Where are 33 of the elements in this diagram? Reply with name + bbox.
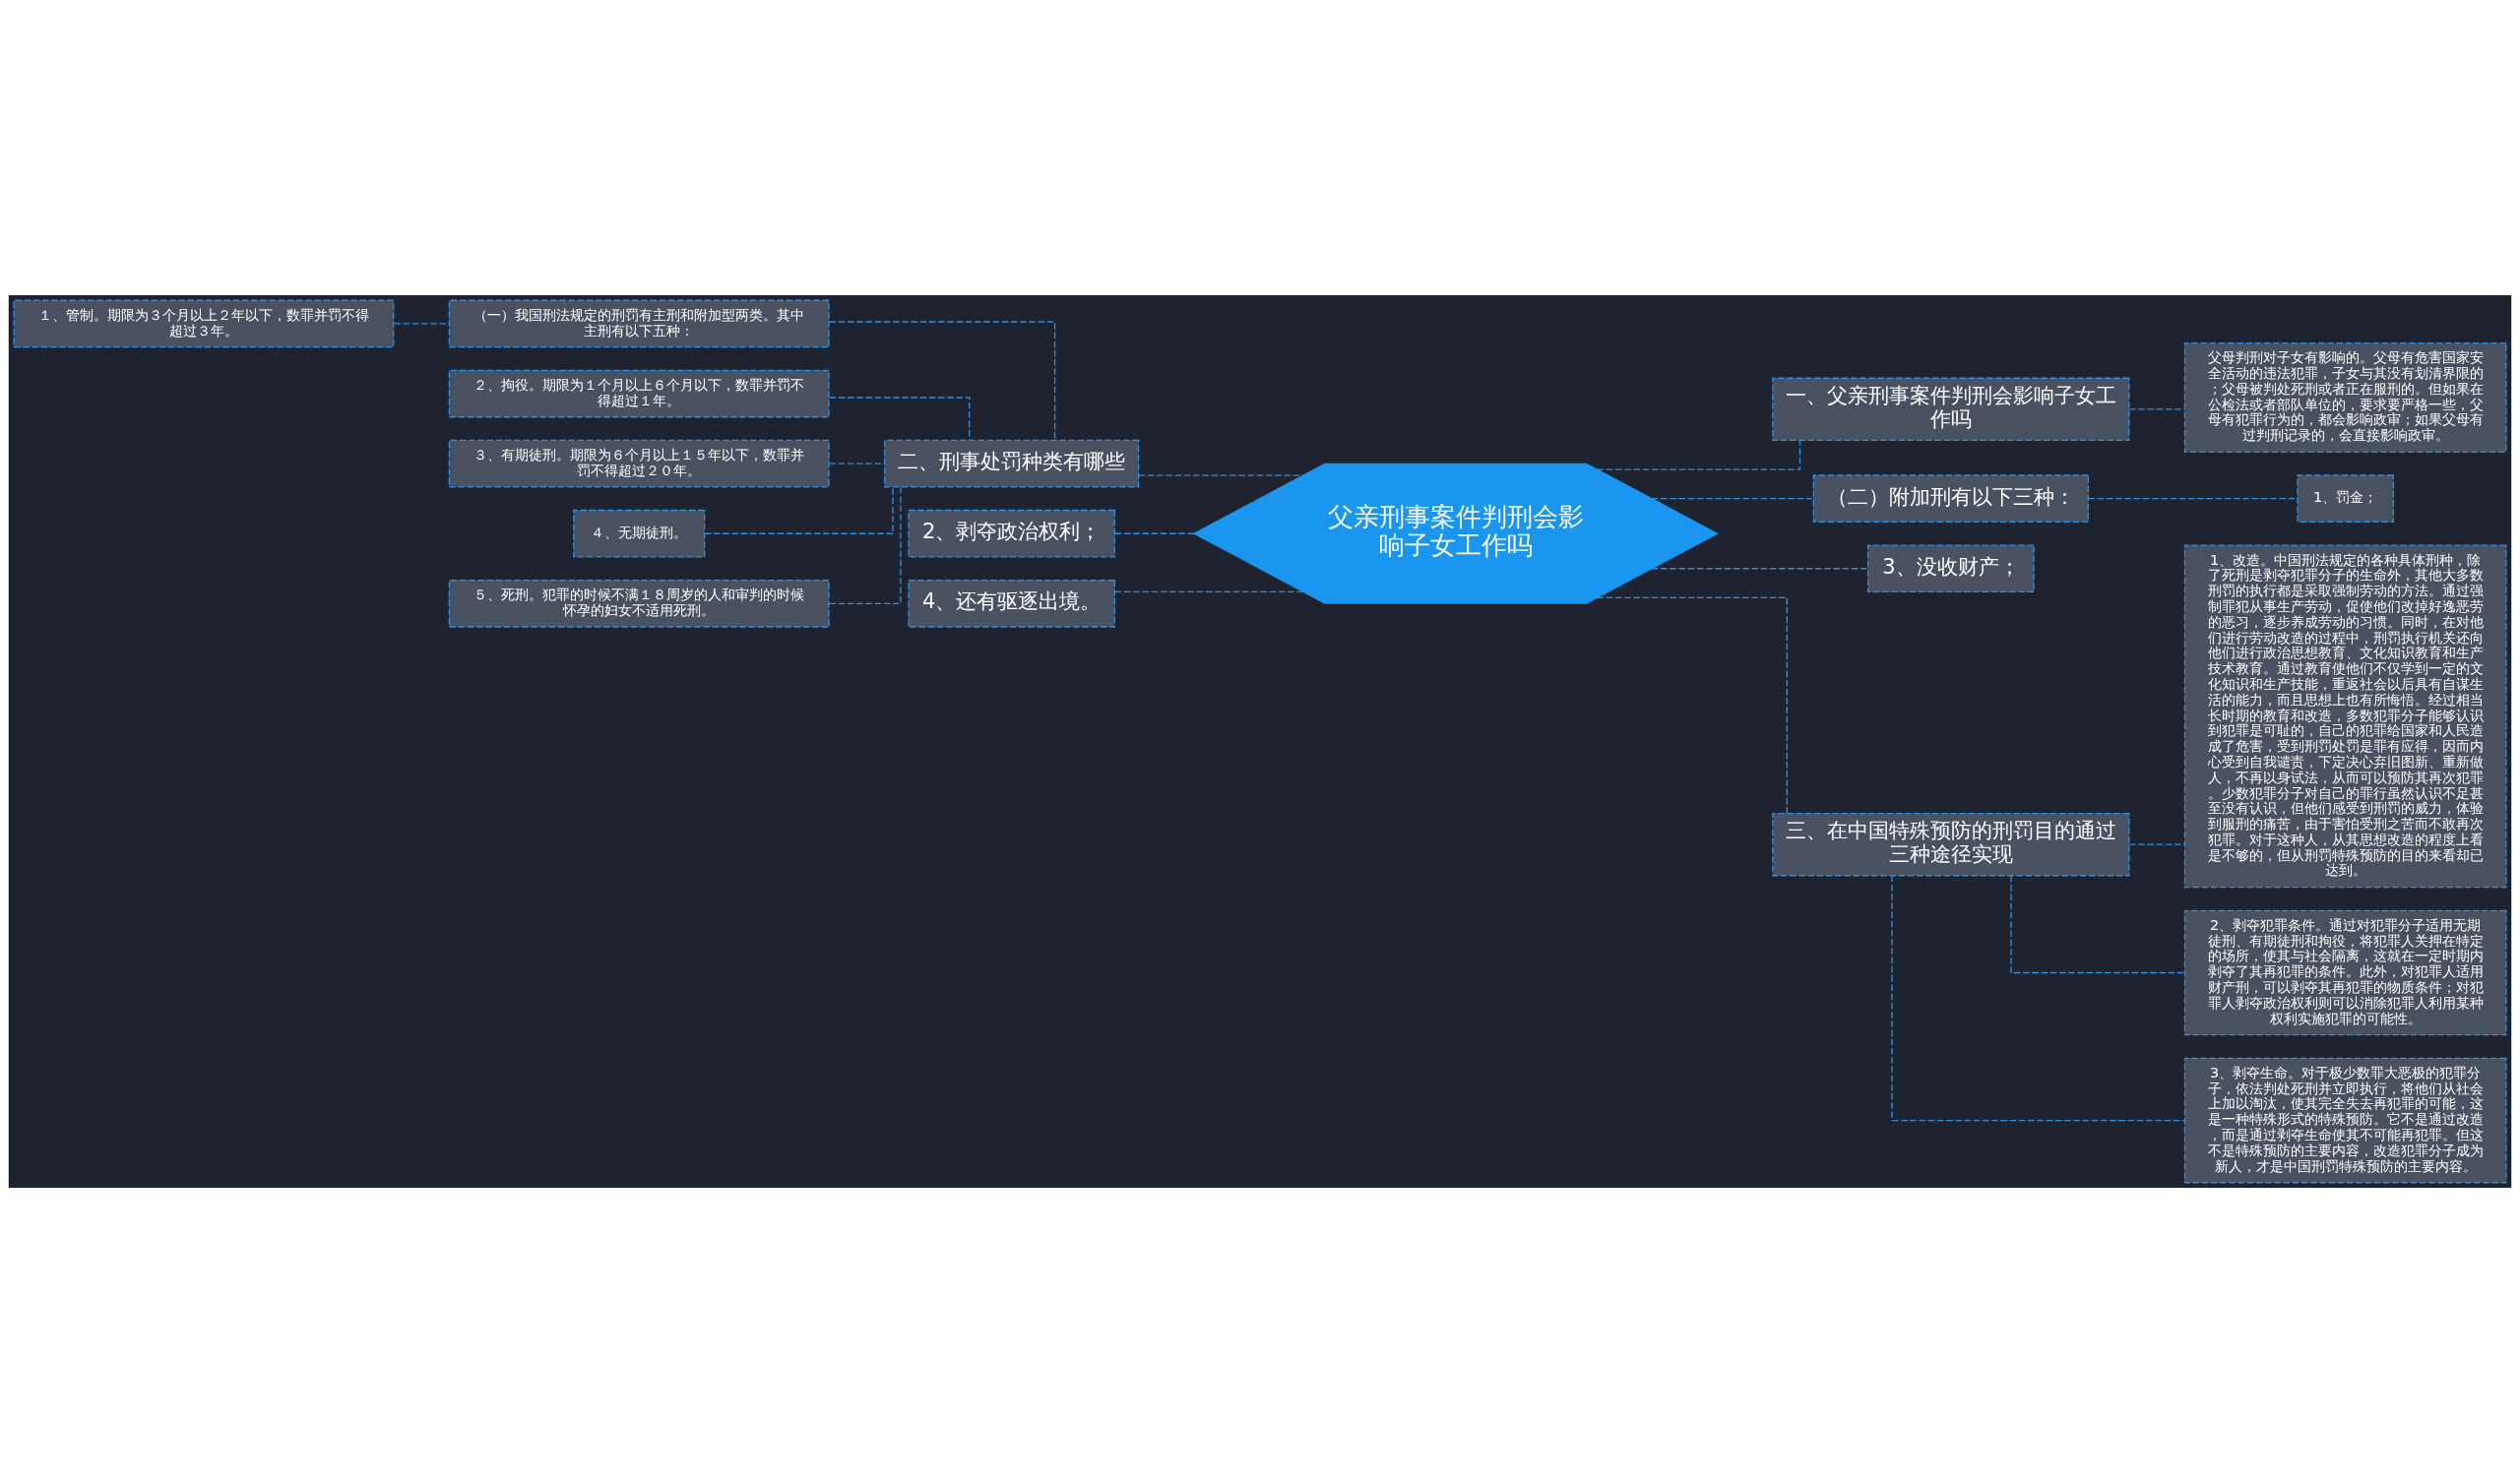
- node-box: （一）我国刑法规定的刑罚有主刑和附加型两类。其中主刑有以下五种：: [448, 299, 830, 348]
- connector: [2128, 843, 2185, 845]
- connector: [1651, 568, 1868, 570]
- node-box: 二、刑事处罚种类有哪些: [884, 439, 1140, 488]
- connector: [1114, 590, 1304, 593]
- node-box: ２、拘役。期限为１个月以上６个月以下，数罪并罚不得超过１年。: [448, 369, 830, 418]
- connector: [828, 486, 902, 604]
- connector: [704, 486, 894, 534]
- node-box: 2、剥夺犯罪条件。通过对犯罪分子适用无期徒刑、有期徒刑和拘役，将犯罪人关押在特定的场所，使其与社会隔离，这就在一定时期内剥夺了其再犯罪的条件。此外，对犯罪人适用财产刑，可以剥夺其再犯罪的物质条件；对犯罪人剥夺政治权利则可以消除犯罪人利用某种权利实施犯罪的可能性。: [2183, 909, 2507, 1036]
- connector: [1138, 474, 1304, 476]
- node-box: 三、在中国特殊预防的刑罚目的通过三种途径实现: [1772, 812, 2130, 877]
- node-box: 1、罚金；: [2297, 474, 2395, 524]
- node-box: 3、剥夺生命。对于极少数罪大恶极的犯罪分子，依法判处死刑并立即执行，将他们从社会上加以淘汰，使其完全失去再犯罪的可能，这是一种特殊形式的特殊预防。它不是通过改造，而是通过剥夺生命使其不可能再犯罪。但这不是特殊预防的主要内容，改造犯罪分子成为新人，才是中国刑罚特殊预防的主要内容。: [2183, 1057, 2507, 1184]
- connector: [2087, 498, 2299, 500]
- connector: [828, 321, 1056, 441]
- node-box: 3、没收财产；: [1866, 544, 2035, 593]
- connector: [2128, 408, 2185, 410]
- node-box: 一、父亲刑事案件判刑会影响子女工作吗: [1772, 377, 2130, 442]
- connector: [1114, 532, 1195, 534]
- connector: [1891, 875, 2185, 1122]
- node-box: 4、还有驱逐出境。: [908, 579, 1115, 628]
- node-box: ５、死刑。犯罪的时候不满１８周岁的人和审判的时候怀孕的妇女不适用死刑。: [448, 579, 830, 628]
- node-box: １、管制。期限为３个月以上２年以下，数罪并罚不得超过３年。: [13, 299, 395, 348]
- node-box: ３、有期徒刑。期限为６个月以上１５年以下，数罪并罚不得超过２０年。: [448, 439, 830, 488]
- connector: [1596, 596, 1788, 815]
- node-box: 1、改造。中国刑法规定的各种具体刑种，除了死刑是剥夺犯罪分子的生命外，其他大多数刑罚的执行都是采取强制劳动的方法。通过强制罪犯从事生产劳动，促使他们改掉好逸恶劳的恶习，逐步养成劳动的习惯。同时，在对他们进行劳动改造的过程中，刑罚执行机关还向他们进行政治思想教育、文化知识教育和生产技术教育。通过教育使他们不仅学到一定的文化知识和生产技能，重返社会以后具有自谋生活的能力，而且思想上也有所悔悟。经过相当长时期的教育和改造，多数犯罪分子能够认识到犯罪是可耻的，自己的犯罪给国家和人民造成了危害，受到刑罚处罚是罪有应得，因而内心受到自我谴责，下定决心弃旧图新、重新做人，不再以身试法，从而可以预防其再次犯罪。少数犯罪分子对自己的罪行虽然认识不足甚至没有认识，但他们感受到刑罚的威力，体验到服刑的痛苦，由于害怕受刑之苦而不敢再次犯罪。对于这种人，从其思想改造的程度上看是不够的，但从刑罚特殊预防的目的来看却已达到。: [2183, 544, 2507, 889]
- node-box: ４、无期徒刑。: [573, 509, 706, 558]
- connector: [1651, 498, 1814, 500]
- node-box: 父母判刑对子女有影响的。父母有危害国家安全活动的违法犯罪，子女与其没有划清界限的；父母被判处死刑或者正在服刑的。但如果在公检法或者部队单位的，要求要严格一些，父母有犯罪行为的，都会影响政审；如果父母有过判刑记录的，会直接影响政审。: [2183, 342, 2507, 453]
- node-box: 2、剥夺政治权利；: [908, 509, 1115, 558]
- connector: [2010, 875, 2185, 974]
- connector: [828, 397, 971, 441]
- node-box: （二）附加刑有以下三种：: [1812, 474, 2090, 524]
